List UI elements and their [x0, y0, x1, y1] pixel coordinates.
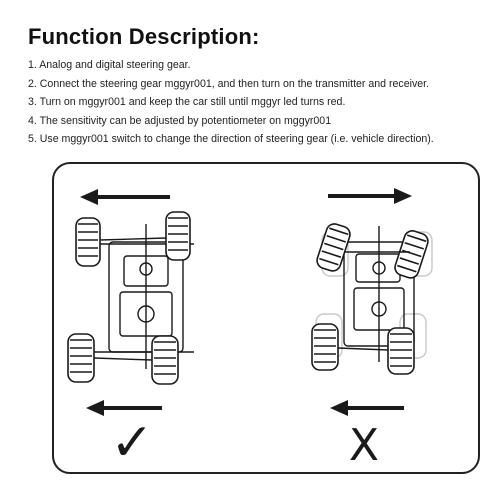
- correct-check-icon: ✓: [110, 413, 154, 473]
- step-3: 3. Turn on mggyr001 and keep the car sti…: [28, 96, 346, 108]
- step-4: 4. The sensitivity can be adjusted by po…: [28, 114, 332, 127]
- arrow-left-bottom-right: [330, 400, 404, 416]
- arrow-right-top-right: [328, 188, 412, 204]
- rc-truck-wrong-icon: [311, 223, 429, 375]
- rc-truck-correct-icon: [67, 211, 194, 385]
- rear-left-tire-wrong: [311, 323, 339, 371]
- step-5: 5. Use mggyr001 switch to change the dir…: [28, 133, 434, 145]
- diagram-canvas: ✓ X: [67, 188, 433, 473]
- front-right-tire-turned: [394, 230, 429, 279]
- page-title: Function Description:: [28, 24, 260, 49]
- front-right-tire: [165, 211, 191, 261]
- function-steps-list: 1. Analog and digital steering gear. 2. …: [28, 56, 493, 149]
- arrow-left-top-left: [80, 189, 170, 205]
- step-2: 2. Connect the steering gear mggyr001, a…: [28, 77, 430, 90]
- front-left-tire: [75, 217, 101, 267]
- wrong-x-icon: X: [349, 420, 379, 471]
- rear-right-tire: [151, 335, 179, 385]
- front-left-tire-turned: [316, 223, 351, 272]
- step-1: 1. Analog and digital steering gear.: [28, 59, 191, 71]
- arrow-left-bottom-left: [86, 400, 162, 416]
- rear-left-tire: [67, 333, 95, 383]
- steering-direction-diagram: ✓ X: [52, 162, 480, 474]
- rear-right-tire-wrong: [387, 327, 415, 375]
